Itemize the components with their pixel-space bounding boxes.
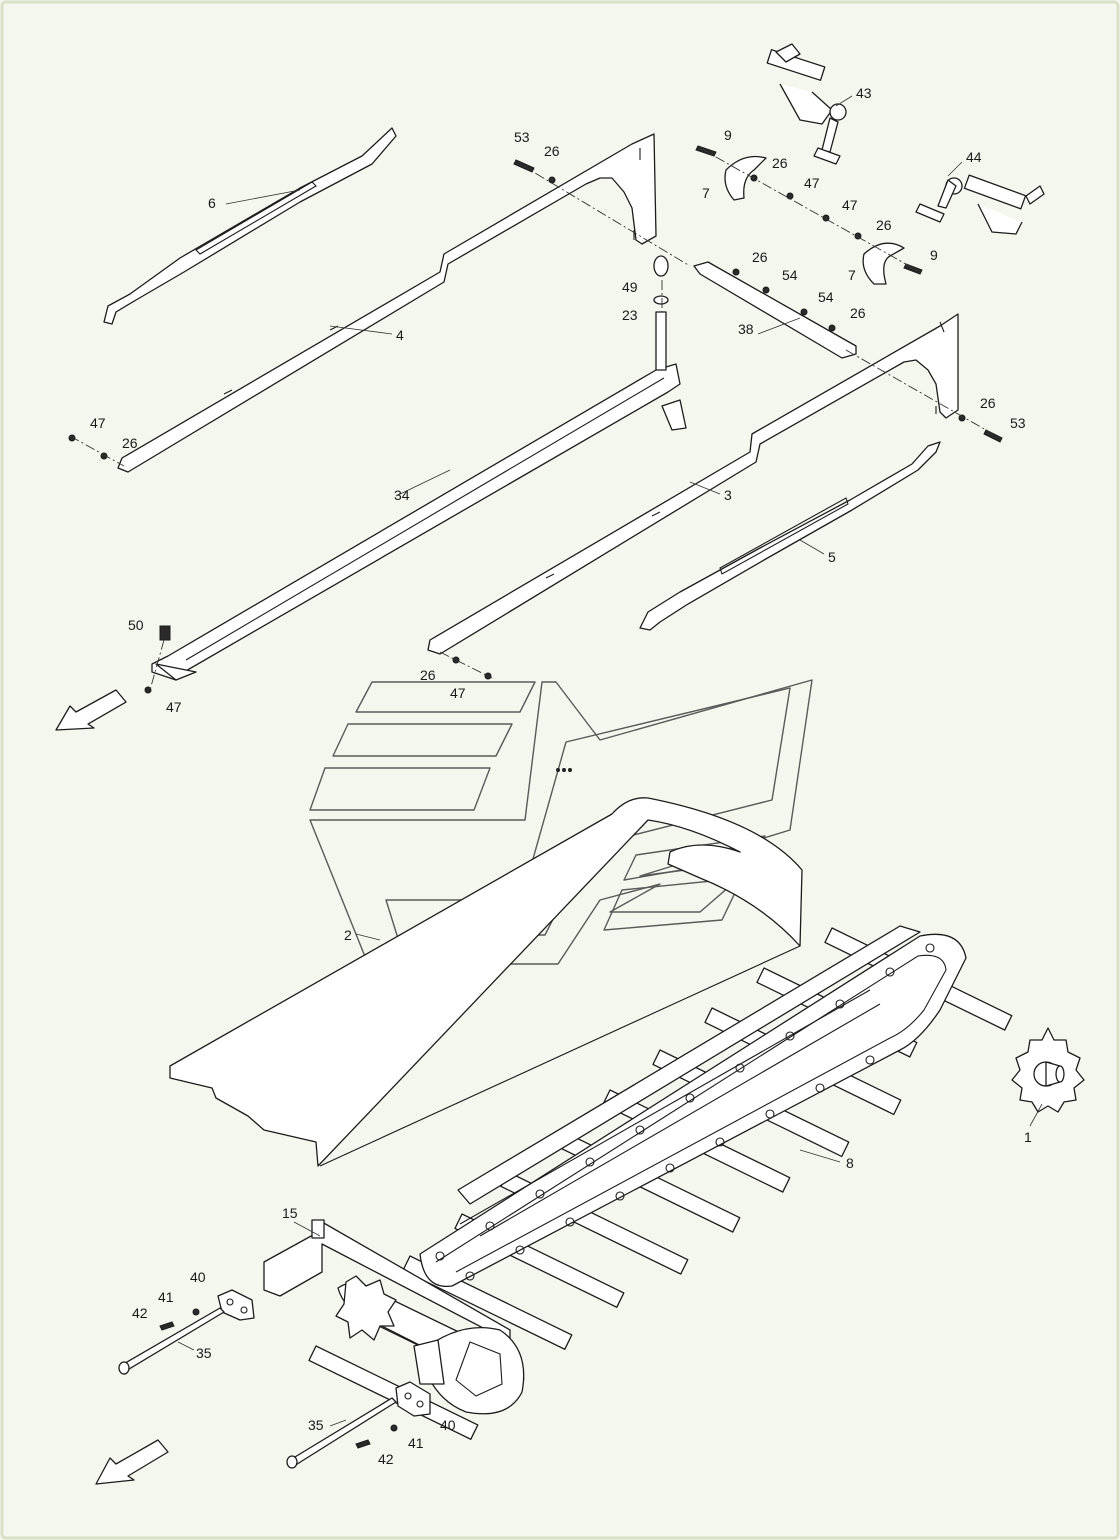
callout-26: 26 — [876, 217, 892, 233]
callout-34: 34 — [394, 487, 410, 503]
hardware-41-42 — [159, 1308, 398, 1449]
crank-handle-43 — [766, 43, 847, 165]
callout-26: 26 — [544, 143, 560, 159]
side-frame-4 — [117, 133, 657, 473]
rod-35b — [286, 1397, 397, 1469]
callout-26: 26 — [772, 155, 788, 171]
callout-49: 49 — [622, 279, 638, 295]
watermark-logo — [309, 679, 813, 965]
cross-tube-34 — [151, 363, 687, 681]
callout-5: 5 — [828, 549, 836, 565]
callout-26: 26 — [420, 667, 436, 683]
callout-7: 7 — [702, 185, 710, 201]
leader-lines — [177, 95, 1043, 1427]
callout-47: 47 — [804, 175, 820, 191]
callout-43: 43 — [856, 85, 872, 101]
direction-arrow-lower — [95, 1439, 169, 1485]
callout-26: 26 — [122, 435, 138, 451]
callout-54: 54 — [782, 267, 798, 283]
callout-47: 47 — [842, 197, 858, 213]
direction-arrow-upper — [55, 689, 127, 731]
sprocket-1 — [1011, 1027, 1085, 1113]
bearing-plate-7b — [862, 242, 905, 285]
side-frame-3 — [427, 313, 959, 655]
callout-7: 7 — [848, 267, 856, 283]
callout-8: 8 — [846, 1155, 854, 1171]
callout-41: 41 — [158, 1289, 174, 1305]
callout-53: 53 — [1010, 415, 1026, 431]
callout-26: 26 — [752, 249, 768, 265]
callout-35: 35 — [196, 1345, 212, 1361]
bracket-40a — [217, 1289, 255, 1321]
callout-44: 44 — [966, 149, 982, 165]
side-guide-5 — [639, 441, 941, 631]
callout-50: 50 — [128, 617, 144, 633]
callout-54: 54 — [818, 289, 834, 305]
alignment-lines — [69, 147, 1001, 691]
callout-47: 47 — [450, 685, 466, 701]
callout-9: 9 — [930, 247, 938, 263]
callout-41: 41 — [408, 1435, 424, 1451]
rod-35a — [118, 1307, 225, 1375]
callout-3: 3 — [724, 487, 732, 503]
callout-40: 40 — [190, 1269, 206, 1285]
rod-23 — [653, 255, 669, 371]
callout-42: 42 — [378, 1451, 394, 1467]
callout-38: 38 — [738, 321, 754, 337]
callout-2: 2 — [344, 927, 352, 943]
callout-4: 4 — [396, 327, 404, 343]
callout-15: 15 — [282, 1205, 298, 1221]
tension-bar-38 — [693, 261, 857, 359]
crank-handle-44 — [915, 174, 1045, 235]
callout-47: 47 — [90, 415, 106, 431]
callout-35: 35 — [308, 1417, 324, 1433]
callout-6: 6 — [208, 195, 216, 211]
conveyor-belt-2 — [169, 797, 803, 1167]
callout-47: 47 — [166, 699, 182, 715]
bearing-plate-7a — [724, 155, 767, 201]
callout-1: 1 — [1024, 1129, 1032, 1145]
roller-chain — [419, 925, 967, 1288]
drive-bracket-15 — [263, 1219, 525, 1415]
callout-26: 26 — [850, 305, 866, 321]
bracket-40b — [395, 1381, 431, 1417]
callout-26: 26 — [980, 395, 996, 411]
callout-40: 40 — [440, 1417, 456, 1433]
callout-42: 42 — [132, 1305, 148, 1321]
side-guide-6 — [103, 127, 397, 325]
callout-23: 23 — [622, 307, 638, 323]
callout-9: 9 — [724, 127, 732, 143]
callout-labels: 43 9 53 26 26 47 44 7 6 47 26 26 54 9 7 … — [90, 85, 1032, 1467]
callout-53: 53 — [514, 129, 530, 145]
